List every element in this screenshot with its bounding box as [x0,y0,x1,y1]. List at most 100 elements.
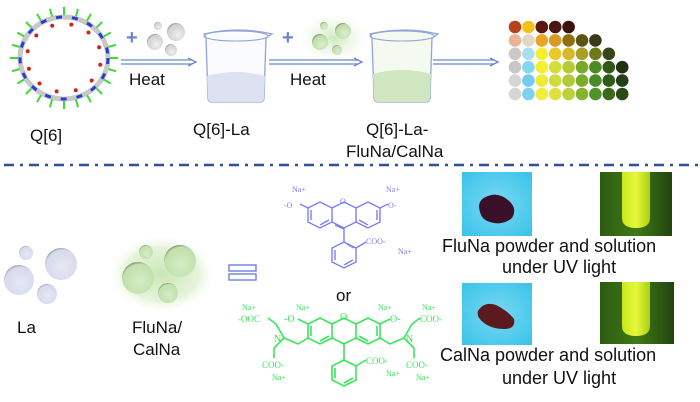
oxygen-atom [25,49,30,54]
color-array [508,20,629,101]
calcein-n-right: N [406,334,413,345]
fluna-powder-photo [462,172,532,236]
color-dot [615,87,629,101]
color-dot [602,74,616,87]
color-dot [522,87,535,101]
calcein-na-tl2: Na+ [296,303,310,312]
hydrogen-bond [74,8,79,17]
color-dot [575,60,589,74]
calcein-n-left: N [274,334,281,345]
section-divider [4,163,698,167]
color-dot [589,74,602,87]
color-dot [562,20,575,34]
color-dot [562,34,575,47]
la-label: La [17,318,36,337]
hydrogen-atoms [10,7,118,109]
dye-label-line1: FluNa/ [132,318,183,337]
hydrogen-bond [108,43,117,48]
hydrogen-bond [86,13,92,22]
color-dot [535,47,549,61]
beaker-la [203,29,274,103]
color-dot [548,34,562,47]
hydrogen-bond [108,68,117,73]
oxygen-atom [37,81,42,86]
product-label-line1: Q[6]-La- [366,120,429,139]
fluorescein-coo: COO- [366,237,386,246]
fluna-caption-line2: under UV light [502,257,617,277]
dye-label-line2: CalNa [133,340,181,359]
color-dot [575,34,589,47]
fluorescein-ring-o: O [340,197,346,206]
color-dot [589,47,602,61]
calcein-na-tr: Na+ [378,303,392,312]
dye-spheres-small [300,14,368,62]
plus-icon: + [126,27,138,49]
color-dot [535,60,549,74]
color-dot [535,20,549,34]
arrow-step1 [121,57,198,67]
color-dot [508,47,522,61]
color-dot [535,87,549,101]
fluorescein-na-3: Na+ [398,247,412,256]
color-dot [562,74,575,87]
color-dot [508,60,522,74]
color-dot [548,74,562,87]
hydrogen-bond [36,94,42,103]
calcein-na-tl: Na+ [242,303,256,312]
color-dot [508,34,522,47]
hydrogen-bond [11,68,20,73]
oxygen-atom [26,66,31,71]
color-dot [522,34,535,47]
hydrogen-bond [95,21,103,29]
or-label: or [336,286,352,305]
fluorescein-na-1: Na+ [292,185,306,194]
calcein-coo-bl: COO- [262,360,284,370]
oxygen-atoms [25,22,103,94]
hydrogen-bond [49,99,54,108]
arrow-step2 [269,57,364,67]
calcein-coo-br: COO- [406,360,428,370]
oxygen-atom [54,89,59,94]
beaker-product [369,29,440,103]
oxygen-atom [86,30,91,35]
hydrogen-bond [103,31,112,38]
calcein-structure: Na+ Na+ Na+ Na+ -OOC COO- -O O- O N N CO… [238,303,442,387]
oxygen-atom [97,45,102,50]
fluorescein-structure: Na+ Na+ -O O- O COO- Na+ [284,185,412,269]
hydrogen-bond [11,43,20,48]
hydrogen-bond [25,87,33,95]
color-dot [562,87,575,101]
fluorescein-na-2: Na+ [386,185,400,194]
oxygen-atom [98,62,103,67]
equals-sign [228,264,257,281]
q6-label: Q[6] [30,126,63,145]
color-dot [575,47,589,61]
color-dot [522,47,535,61]
la-spheres-small [147,22,185,56]
calna-caption-line1: CalNa powder and solution [440,345,657,365]
color-dot [508,87,522,101]
hydrogen-bond [95,87,103,95]
calcein-coo-center: COO- [366,356,388,366]
color-dot [548,20,562,34]
hydrogen-bond [16,78,25,85]
color-dot [508,20,522,34]
oxygen-atom [89,78,94,83]
hydrogen-bond [25,21,33,29]
heat-label-2: Heat [290,70,326,89]
color-dot [589,60,602,74]
calcein-na-br: Na+ [416,373,430,382]
color-dot [522,74,535,87]
oxygen-atom [34,33,39,38]
color-dot [602,47,616,61]
color-dot [562,47,575,61]
color-dot [589,87,602,101]
color-dot [575,87,589,101]
color-dot [548,60,562,74]
color-dot [615,60,629,74]
color-dot [562,60,575,74]
calna-powder-photo [462,283,532,345]
hydrogen-bond [103,78,112,85]
color-dot [589,34,602,47]
hydrogen-bond [16,31,25,38]
